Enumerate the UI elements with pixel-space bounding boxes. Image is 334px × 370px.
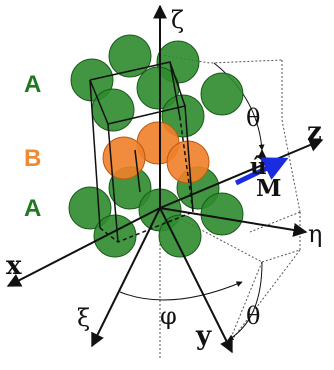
angle-label-theta-upper: θ: [246, 104, 260, 132]
unit-cell-wireframe: [89, 61, 194, 243]
axis-label-eta: η: [308, 220, 322, 248]
atom-a: [93, 214, 137, 258]
axes: [6, 4, 324, 354]
magnetization-vector: [234, 157, 289, 186]
axis-label-x: x: [6, 251, 22, 281]
atom-a: [108, 34, 152, 78]
angle-label-theta-lower: θ: [246, 302, 260, 330]
atom-a: [91, 88, 135, 132]
atom-a: [161, 94, 205, 138]
xi-axis: [91, 207, 161, 348]
magnetization-label: M: [256, 175, 281, 202]
eta-axis: [159, 207, 308, 237]
unit-vector-label: û: [250, 153, 267, 180]
axis-label-z: z: [307, 117, 322, 147]
angle-arcs: [119, 62, 265, 341]
axis-label-xi: ξ: [77, 304, 90, 332]
layer-label-top: A: [24, 71, 41, 98]
atom-a: [200, 192, 244, 236]
layer-label-middle: B: [24, 145, 41, 172]
atom-a: [68, 186, 112, 230]
labels: ζ θ z û M η x ξ φ y θ A B A: [6, 6, 322, 351]
atom-a: [200, 72, 244, 116]
axis-label-y: y: [195, 321, 212, 351]
layer-label-bottom: A: [24, 195, 41, 222]
atom-b: [102, 136, 146, 180]
y-axis: [159, 207, 233, 354]
x-axis: [6, 207, 161, 287]
atom-a: [158, 214, 202, 258]
axis-label-zeta: ζ: [171, 6, 184, 34]
angle-label-phi: φ: [160, 302, 177, 330]
z-axis: [159, 138, 324, 209]
